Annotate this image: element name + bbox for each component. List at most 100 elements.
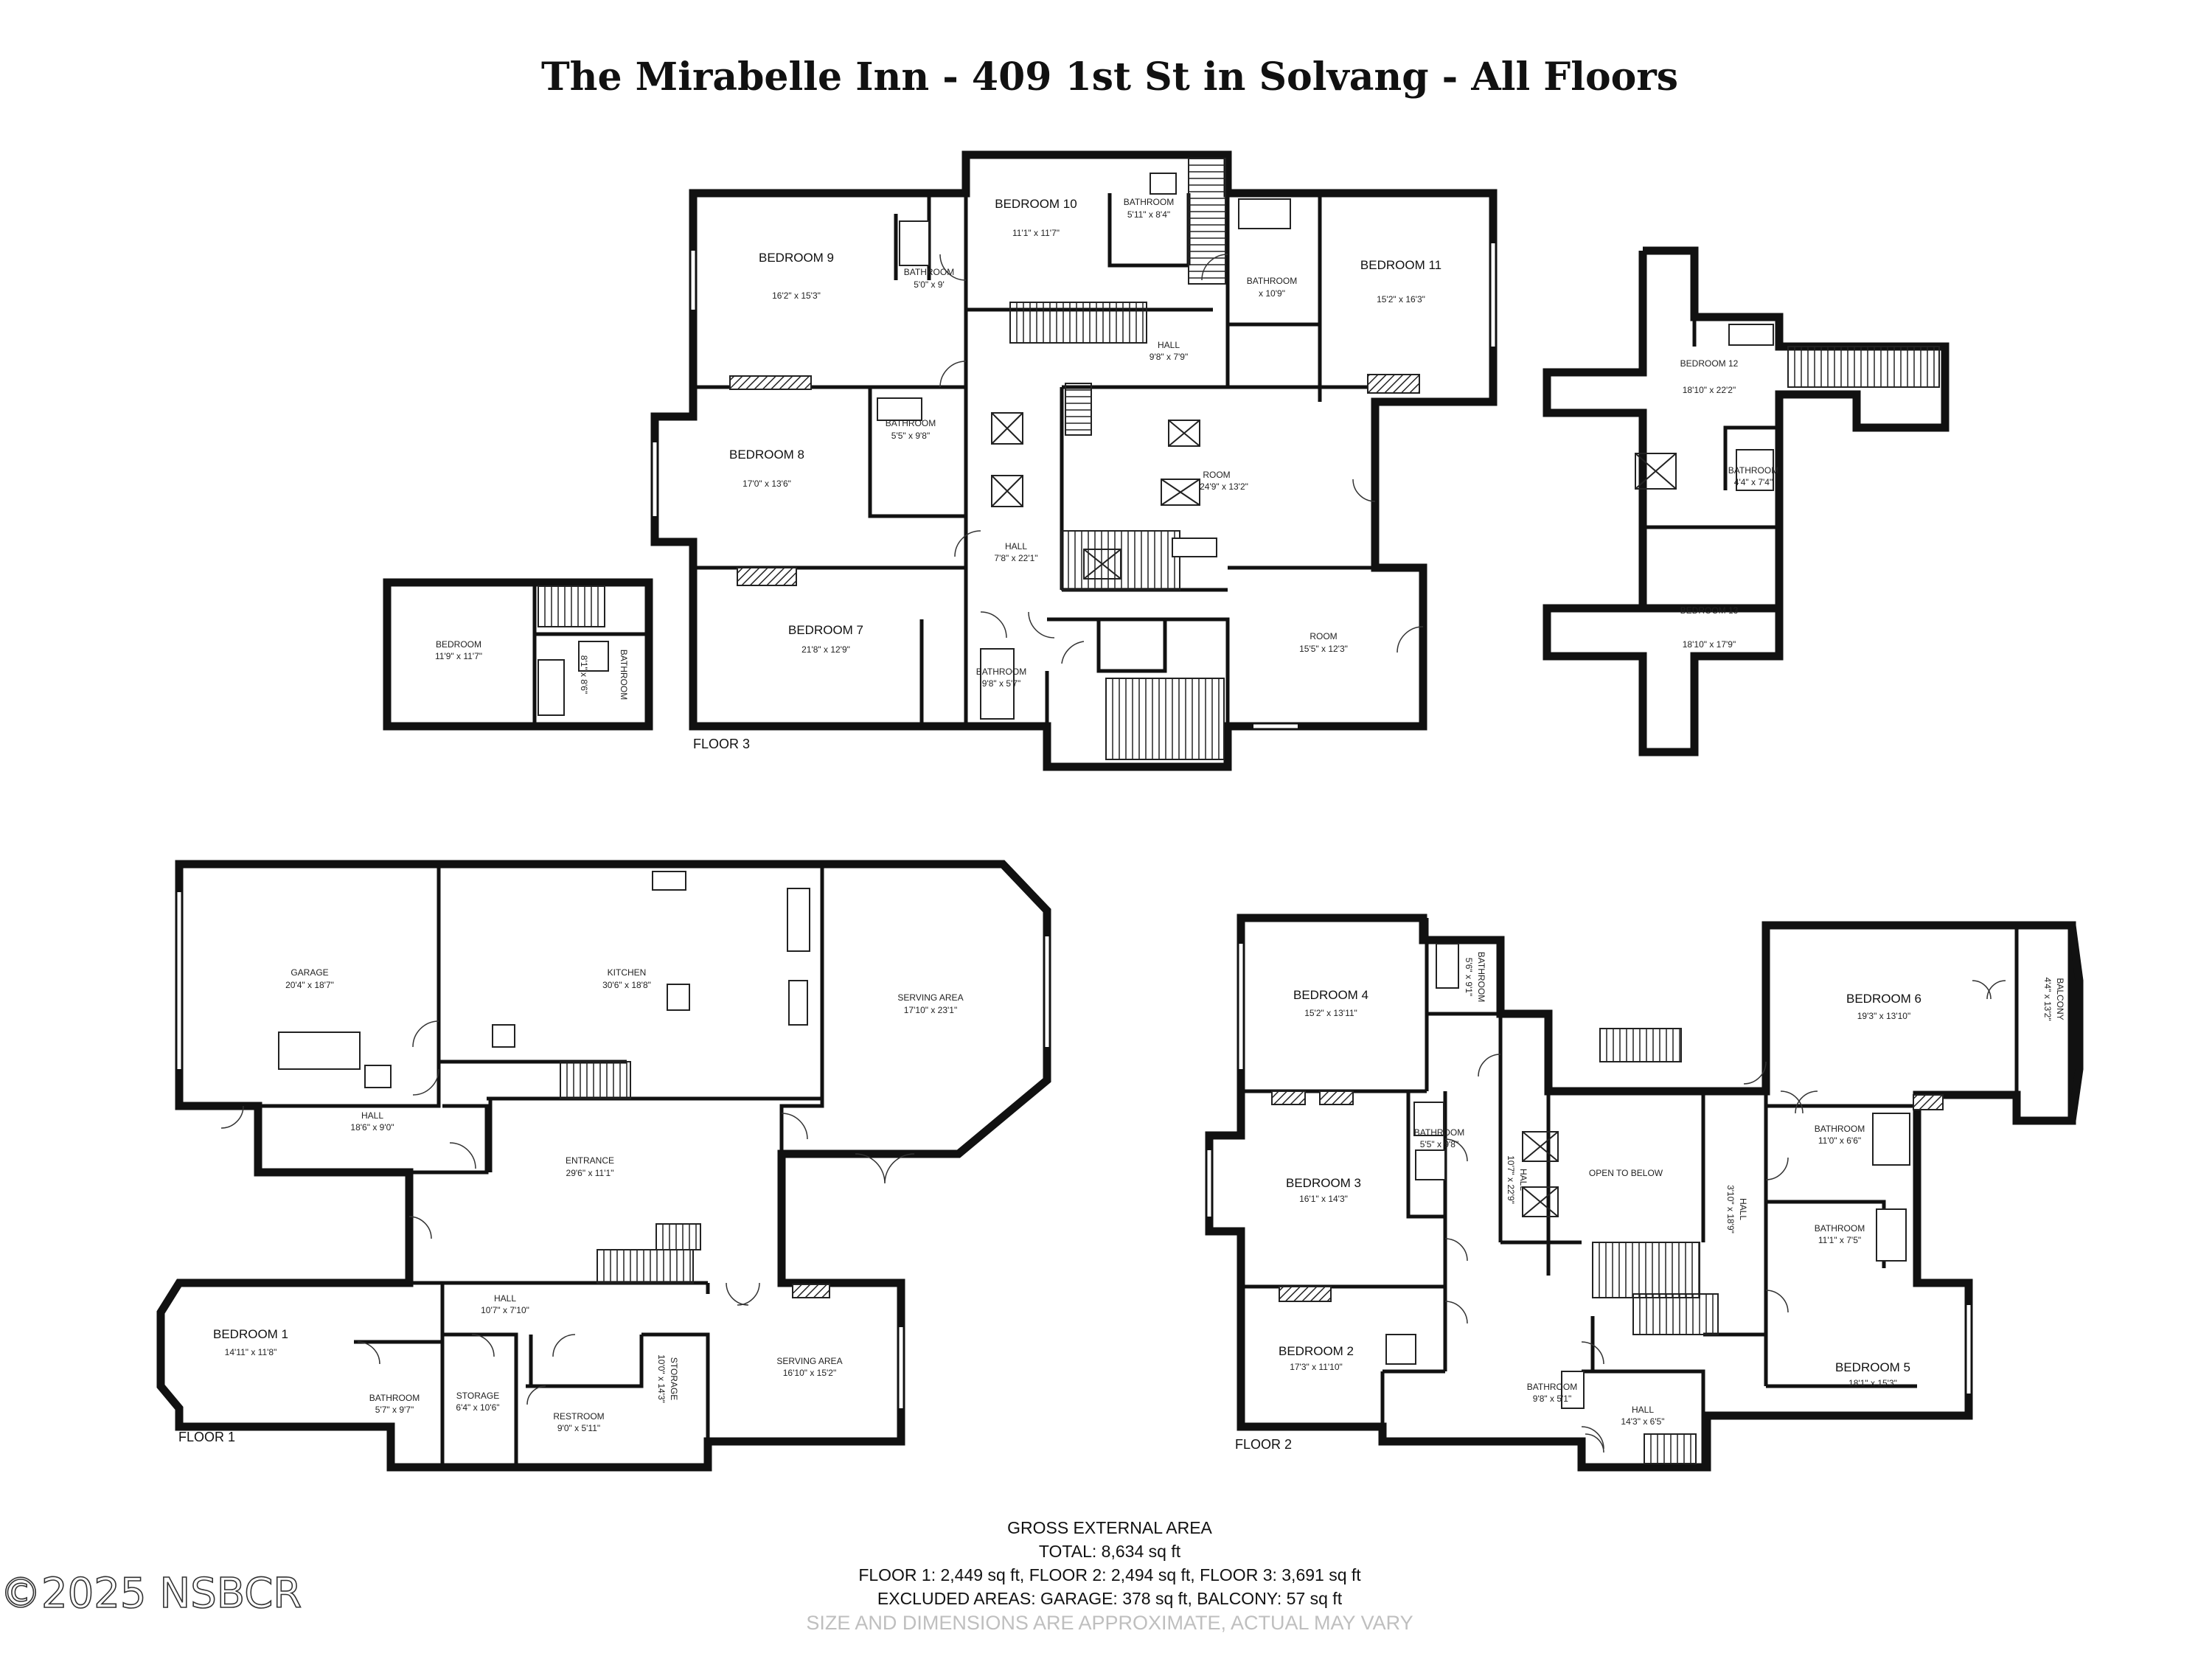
- copyright-watermark: ©2025 NSBCR: [0, 1570, 302, 1618]
- bedroom-11-label: BEDROOM 11: [1360, 258, 1441, 272]
- hall-3a-label: HALL: [1158, 340, 1180, 350]
- bath-6-label: BATHROOM: [1815, 1124, 1865, 1134]
- hall-1b-label: HALL: [494, 1293, 516, 1304]
- bedroom-2-dim: 17'3" x 11'10": [1290, 1362, 1343, 1372]
- balcony-dim: 4'4" x 13'2": [2042, 977, 2053, 1020]
- bath-1-dim: 5'7" x 9'7": [375, 1405, 414, 1415]
- bath-2-label: BATHROOM: [1527, 1382, 1577, 1392]
- bedroom-5-label: BEDROOM 5: [1835, 1360, 1910, 1374]
- bedroom-12-dim: 18'10" x 22'2": [1683, 385, 1736, 395]
- hall-2c-label: HALL: [1632, 1405, 1654, 1415]
- area-total: TOTAL: 8,634 sq ft: [1039, 1542, 1181, 1561]
- floor-3-label: FLOOR 3: [693, 737, 750, 751]
- bedroom-4-label: BEDROOM 4: [1293, 988, 1368, 1002]
- hall-1a-dim: 18'6" x 9'0": [350, 1122, 394, 1133]
- hall-2a-label: HALL: [1518, 1169, 1528, 1191]
- bath-1-label: BATHROOM: [369, 1393, 420, 1403]
- storage-2-label: STORAGE: [669, 1357, 679, 1400]
- floor-1-plan: GARAGE 20'4" x 18'7" KITCHEN 30'6" x 18'…: [156, 860, 1051, 1472]
- serving-1-label: SERVING AREA: [897, 992, 963, 1003]
- hall-1a-label: HALL: [361, 1110, 383, 1121]
- bath-5-label: BATHROOM: [1815, 1223, 1865, 1234]
- storage-1-dim: 6'4" x 10'6": [456, 1402, 499, 1413]
- kitchen-dim: 30'6" x 18'8": [602, 980, 651, 990]
- hall-3b-label: HALL: [1005, 541, 1027, 552]
- bath-9-label: BATHROOM: [904, 267, 954, 277]
- area-heading: GROSS EXTERNAL AREA: [1007, 1518, 1212, 1537]
- room-3a-label: ROOM: [1203, 470, 1230, 480]
- bath-8-label: BATHROOM: [886, 418, 936, 428]
- serving-1-dim: 17'10" x 23'1": [904, 1005, 958, 1015]
- hall-1b-dim: 10'7" x 7'10": [481, 1305, 529, 1315]
- bath-small-label: BATHROOM: [619, 650, 629, 700]
- bedroom-4-dim: 15'2" x 13'11": [1304, 1008, 1357, 1018]
- bedroom-small-label: BEDROOM: [436, 639, 481, 650]
- bath-3-dim: 5'5" x 9'8": [1420, 1139, 1458, 1149]
- bath-12-dim: 4'4" x 7'4": [1734, 477, 1773, 487]
- garage-label: GARAGE: [291, 967, 328, 978]
- balcony-label: BALCONY: [2055, 978, 2065, 1020]
- page-title: The Mirabelle Inn - 409 1st St in Solvan…: [541, 55, 1678, 100]
- bedroom-13-label: BEDROOM 13: [1680, 605, 1739, 616]
- area-excluded: EXCLUDED AREAS: GARAGE: 378 sq ft, BALCO…: [877, 1589, 1343, 1608]
- floor-2-plan: BEDROOM 4 15'2" x 13'11" BATHROOM 5'6" x…: [1205, 914, 2084, 1472]
- bedroom-8-dim: 17'0" x 13'6": [742, 479, 791, 489]
- bedroom-1-dim: 14'11" x 11'8": [225, 1347, 277, 1357]
- bath-10-label: BATHROOM: [1124, 197, 1174, 207]
- bedroom-3-dim: 16'1" x 14'3": [1299, 1194, 1348, 1204]
- bath-6-dim: 11'0" x 6'6": [1818, 1135, 1861, 1146]
- bath-4-label: BATHROOM: [1476, 952, 1486, 1002]
- area-floors: FLOOR 1: 2,449 sq ft, FLOOR 2: 2,494 sq …: [858, 1565, 1361, 1584]
- bedroom-7-label: BEDROOM 7: [788, 623, 863, 637]
- storage-2-dim: 10'0" x 14'3": [656, 1354, 667, 1403]
- hall-2a-dim: 10'7" x 22'9": [1506, 1155, 1516, 1204]
- bedroom-11-dim: 15'2" x 16'3": [1377, 294, 1425, 305]
- kitchen-label: KITCHEN: [608, 967, 647, 978]
- area-disclaimer: SIZE AND DIMENSIONS ARE APPROXIMATE, ACT…: [806, 1612, 1413, 1634]
- hall-2c-dim: 14'3" x 6'5": [1621, 1416, 1664, 1427]
- bath-3-label: BATHROOM: [1414, 1127, 1464, 1138]
- bath-10-dim: 5'11" x 8'4": [1127, 209, 1170, 220]
- bath-5-dim: 11'1" x 7'5": [1818, 1235, 1861, 1245]
- bedroom-8-label: BEDROOM 8: [729, 448, 804, 462]
- hall-2b-dim: 3'10" x 18'9": [1725, 1185, 1736, 1234]
- storage-1-label: STORAGE: [456, 1391, 499, 1401]
- bedroom-small-dim: 11'9" x 11'7": [435, 651, 482, 661]
- bedroom-6-dim: 19'3" x 13'10": [1857, 1011, 1911, 1021]
- restroom-label: RESTROOM: [553, 1411, 604, 1422]
- hall-3a-dim: 9'8" x 7'9": [1150, 352, 1188, 362]
- bedroom-3-label: BEDROOM 3: [1286, 1176, 1361, 1190]
- open-to-below-label: OPEN TO BELOW: [1589, 1168, 1663, 1178]
- entrance-label: ENTRANCE: [566, 1155, 614, 1166]
- bath-12-label: BATHROOM: [1728, 465, 1778, 476]
- hall-3b-dim: 7'8" x 22'1": [994, 553, 1037, 563]
- garage-dim: 20'4" x 18'7": [285, 980, 334, 990]
- bedroom-10-label: BEDROOM 10: [995, 197, 1077, 211]
- area-summary: GROSS EXTERNAL AREA TOTAL: 8,634 sq ft F…: [806, 1518, 1413, 1634]
- bath-11-label: BATHROOM: [1247, 276, 1297, 286]
- bedroom-12-label: BEDROOM 12: [1680, 358, 1739, 369]
- entrance-dim: 29'6" x 11'1": [566, 1168, 614, 1178]
- bedroom-9-dim: 16'2" x 15'3": [772, 291, 821, 301]
- bath-2-dim: 9'8" x 5'1": [1533, 1394, 1571, 1404]
- bath-11-dim: x 10'9": [1259, 288, 1285, 299]
- bath-4-dim: 5'6" x 9'1": [1464, 958, 1474, 996]
- bath-small-dim: 8'1" x 8'6": [579, 655, 589, 694]
- bedroom-1-label: BEDROOM 1: [213, 1327, 288, 1341]
- serving-2-dim: 16'10" x 15'2": [783, 1368, 837, 1378]
- room-3b-dim: 15'5" x 12'3": [1299, 644, 1348, 654]
- bath-9-dim: 5'0" x 9': [914, 279, 945, 290]
- floor-3-plan: BEDROOM 9 16'2" x 15'3" BEDROOM 10 11'1"…: [383, 150, 1950, 771]
- bedroom-5-dim: 18'1" x 15'3": [1848, 1378, 1897, 1388]
- room-3b-label: ROOM: [1310, 631, 1337, 641]
- floor-1-label: FLOOR 1: [178, 1430, 235, 1444]
- floor-2-label: FLOOR 2: [1235, 1437, 1292, 1452]
- bedroom-9-label: BEDROOM 9: [759, 251, 834, 265]
- room-3a-dim: 24'9" x 13'2": [1200, 481, 1248, 492]
- bedroom-7-dim: 21'8" x 12'9": [801, 644, 850, 655]
- bedroom-13-dim: 18'10" x 17'9": [1683, 639, 1736, 650]
- bedroom-6-label: BEDROOM 6: [1846, 992, 1921, 1006]
- bath-7-dim: 9'8" x 5'7": [982, 678, 1020, 689]
- serving-2-label: SERVING AREA: [776, 1356, 842, 1366]
